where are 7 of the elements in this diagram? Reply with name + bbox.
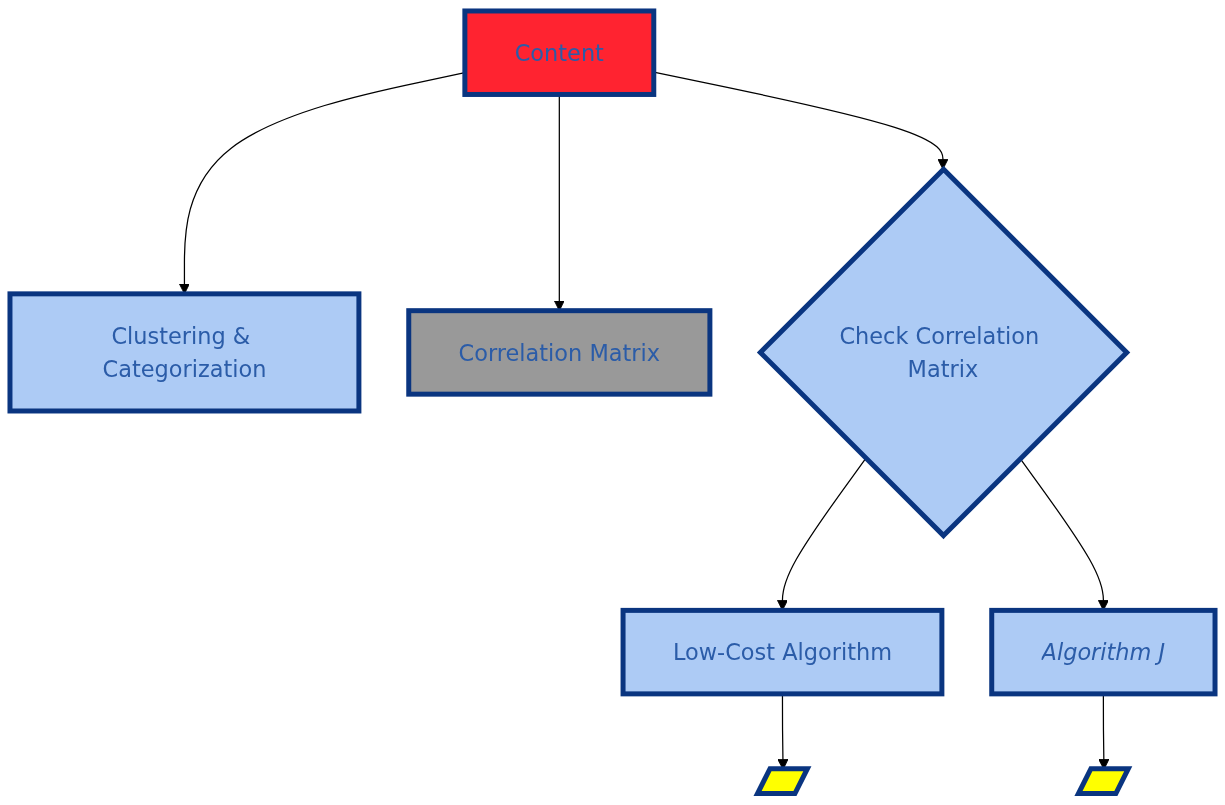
node-box: Content — [462, 8, 657, 98]
node-box: Low-Cost Algorithm — [620, 608, 945, 697]
node-box: Clustering & Categorization — [7, 291, 362, 414]
node-parallelogram — [753, 766, 812, 797]
node-diamond: Check Correlation Matrix — [756, 165, 1131, 540]
node-parallelogram — [1074, 766, 1133, 797]
node-box: Correlation Matrix — [406, 308, 713, 397]
